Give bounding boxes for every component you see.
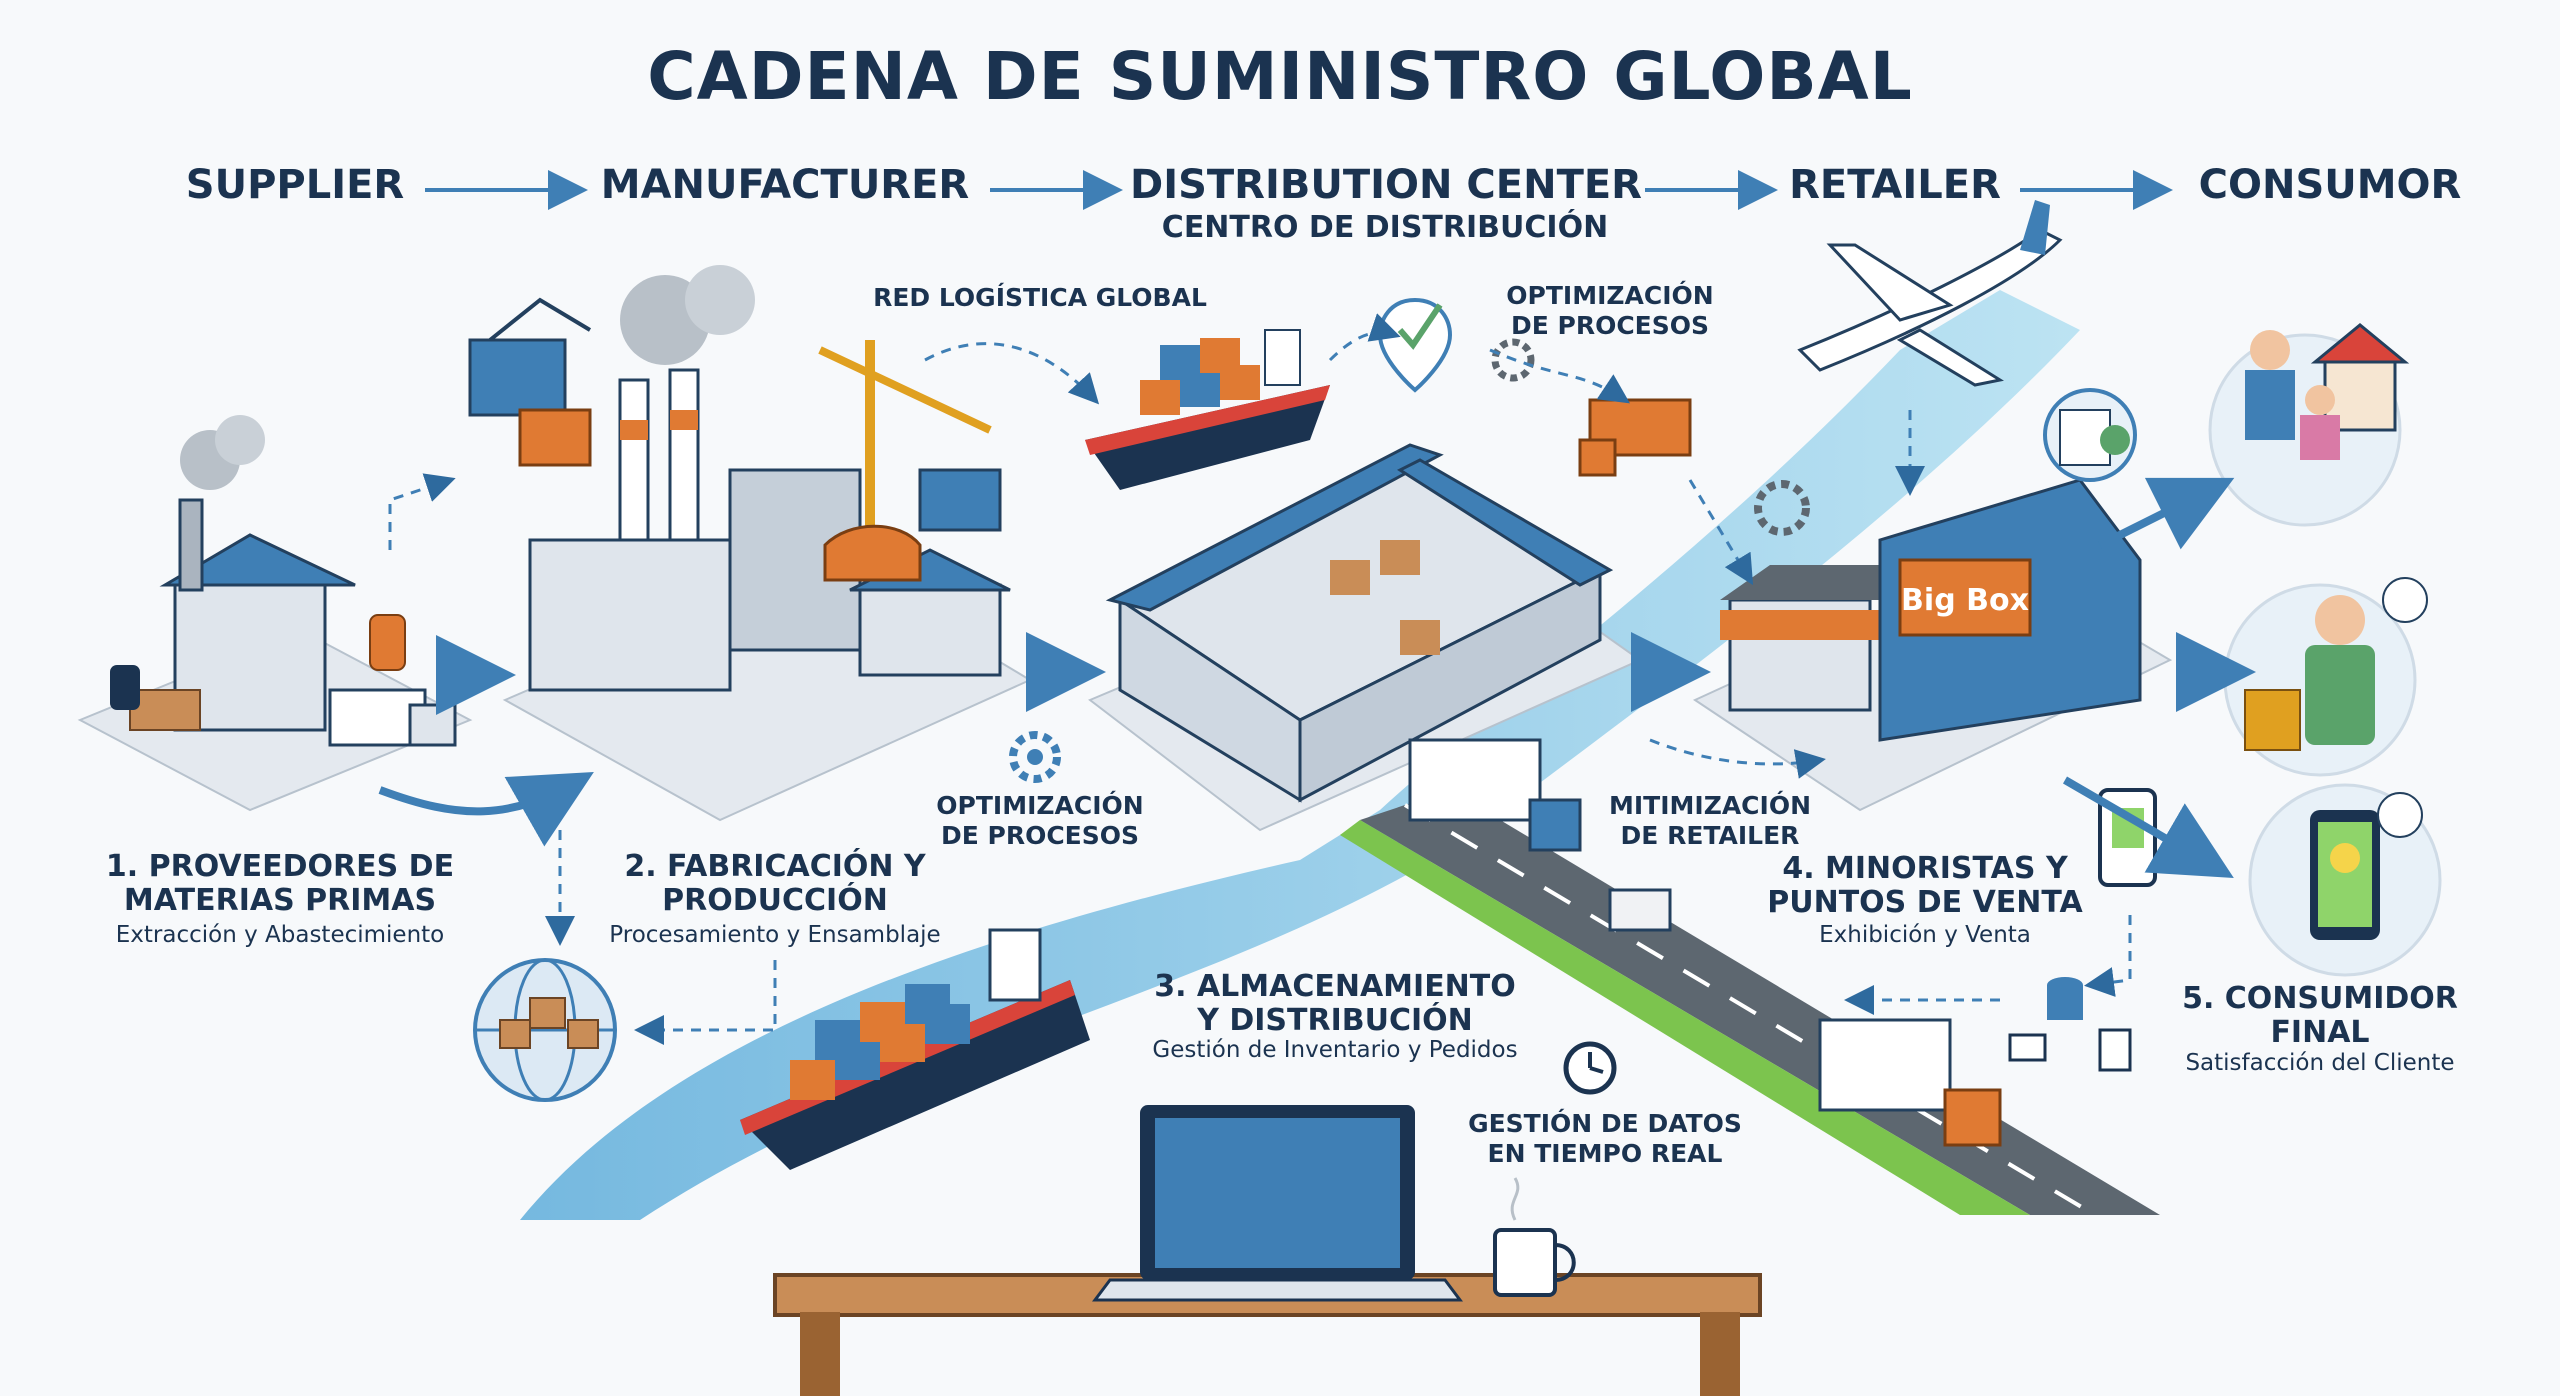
distribution-center [1088,443,1643,832]
clock-icon [1563,1041,1617,1095]
truck-road-2 [1608,888,1672,932]
truck-road-3 [1818,1018,2002,1147]
step-2-title-line2: PRODUCCIÓN [662,883,888,918]
consumer-shopper-circle [2223,577,2428,777]
stage-distribution-center: DISTRIBUTION CENTER [1130,162,1642,208]
step-1-title-line2: MATERIAS PRIMAS [123,883,437,918]
step-4-desc: Exhibición y Venta [1819,922,2031,948]
step-2-title-line1: 2. FABRICACIÓN Y [624,849,926,884]
stage-supplier: SUPPLIER [185,162,405,208]
annotation-optim-top-2: DE PROCESOS [1510,311,1710,340]
database-network-icon [2008,977,2132,1072]
step-5-desc: Satisfacción del Cliente [2185,1050,2455,1076]
annotation-gestion-2: EN TIEMPO REAL [1487,1139,1723,1168]
dashed-connectors [388,313,2132,1045]
page-title: CADENA DE SUMINISTRO GLOBAL [647,38,1913,115]
step-3-desc: Gestión de Inventario y Pedidos [1152,1037,1518,1063]
consumer-phone-circle [2248,783,2442,977]
coffee-mug [1493,1177,1576,1297]
cargo-ship-top [1085,329,1330,490]
step-4-title-line1: 4. MINORISTAS Y [1782,851,2068,886]
main-flow-arrows [378,477,2256,879]
airplane [1797,200,2063,387]
stage-consumer: CONSUMOR [2198,162,2462,208]
location-check-icon [1377,297,1453,393]
manufacturer-platform [502,265,1033,822]
mobile-phone-icon [2098,788,2157,887]
annotation-optim-mid-2: DE PROCESOS [940,821,1140,850]
annotation-gestion-1: GESTIÓN DE DATOS [1468,1109,1742,1138]
step-5-title-line1: 5. CONSUMIDOR [2182,981,2458,1016]
step-4-title-line2: PUNTOS DE VENTA [1767,885,2083,920]
truck-top [1578,398,1692,477]
step-1-title-line1: 1. PROVEEDORES DE [105,849,455,884]
step-3-title-line1: 3. ALMACENAMIENTO [1154,969,1516,1004]
step-1-desc: Extracción y Abastecimiento [115,922,445,948]
stage-retailer: RETAILER [1789,162,2001,208]
annotation-optim-top-1: OPTIMIZACIÓN [1506,281,1714,310]
annotation-mitim-1: MITIMIZACIÓN [1608,791,1811,820]
step-5-title-line2: FINAL [2270,1015,2370,1050]
annotation-red-logistica: RED LOGÍSTICA GLOBAL [873,283,1207,312]
step-2-desc: Procesamiento y Ensamblaje [609,922,941,948]
store-sign: Big Box [1901,583,2029,618]
cargo-ship-bottom [740,928,1090,1170]
globe-icon [473,958,617,1102]
truck-road-1 [1408,738,1582,852]
step-3-title-line2: Y DISTRIBUCIÓN [1197,1003,1473,1038]
gear-icon-retail [1754,480,1810,536]
supplier-platform [77,297,592,812]
checklist-globe-icon [2043,388,2137,482]
consumer-home-circle [2208,323,2410,527]
gear-icon-top [1491,338,1535,382]
stage-distribution-sublabel: CENTRO DE DISTRIBUCIÓN [1161,210,1609,245]
retailer-platform: Big Box [1692,478,2173,812]
laptop [1092,1105,1463,1302]
annotation-optim-mid-1: OPTIMIZACIÓN [936,791,1144,820]
gear-icon [1009,731,1061,783]
stage-manufacturer: MANUFACTURER [600,162,970,208]
annotation-mitim-2: DE RETAILER [1620,821,1800,850]
